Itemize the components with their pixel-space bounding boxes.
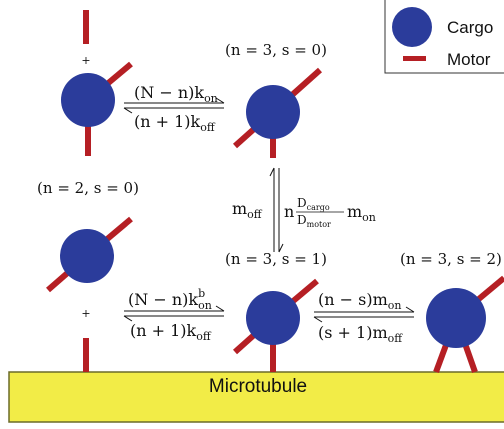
- legend-motor-label: Motor: [447, 50, 491, 69]
- microtubule-bar: [8, 371, 504, 423]
- rate-bottom-backward: (n + 1)koff: [130, 321, 212, 343]
- rate-vertical-n: n: [284, 202, 294, 221]
- state-label-middle-left: (n = 2, s = 0): [37, 179, 139, 197]
- state-label-bottom-right: (n = 3, s = 2): [400, 250, 502, 268]
- cargo-middle-left: [46, 216, 133, 293]
- state-label-top-right: (n = 3, s = 0): [225, 41, 327, 59]
- cargo-bottom-middle: [232, 278, 319, 372]
- rate-vertical-num: Dcargo: [297, 196, 330, 212]
- free-motor-top: [83, 10, 89, 44]
- free-motor-bottom: [83, 338, 89, 372]
- cargo-top-left: [61, 61, 133, 156]
- cargo-bottom-right: [426, 275, 504, 374]
- rate-top-backward: (n + 1)koff: [134, 112, 216, 134]
- rate-vertical-left: moff: [232, 199, 263, 221]
- legend-cargo-icon: [392, 7, 432, 47]
- vertical-equilibrium: moff n Dcargo Dmotor mon: [232, 167, 376, 253]
- top-equilibrium: (N − n)kon (n + 1)koff: [123, 83, 225, 134]
- rate-right-backward: (s + 1)moff: [318, 323, 403, 345]
- legend-cargo-label: Cargo: [447, 18, 493, 37]
- microtubule-label: Microtubule: [209, 376, 307, 397]
- legend-motor-icon: [403, 56, 426, 61]
- bottom-right-equilibrium: (n − s)mon (s + 1)moff: [313, 290, 415, 345]
- legend: Cargo Motor: [384, 0, 504, 74]
- rate-right-forward: (n − s)mon: [318, 290, 401, 312]
- cargo-top-right: [232, 67, 322, 158]
- rate-top-forward: (N − n)kon: [134, 83, 218, 105]
- state-label-bottom-middle: (n = 3, s = 1): [225, 250, 327, 268]
- plus-sign-bottom: +: [81, 307, 90, 320]
- plus-sign-top: +: [81, 54, 90, 67]
- rate-vertical-den: Dmotor: [297, 213, 331, 229]
- rate-vertical-m: mon: [347, 202, 376, 224]
